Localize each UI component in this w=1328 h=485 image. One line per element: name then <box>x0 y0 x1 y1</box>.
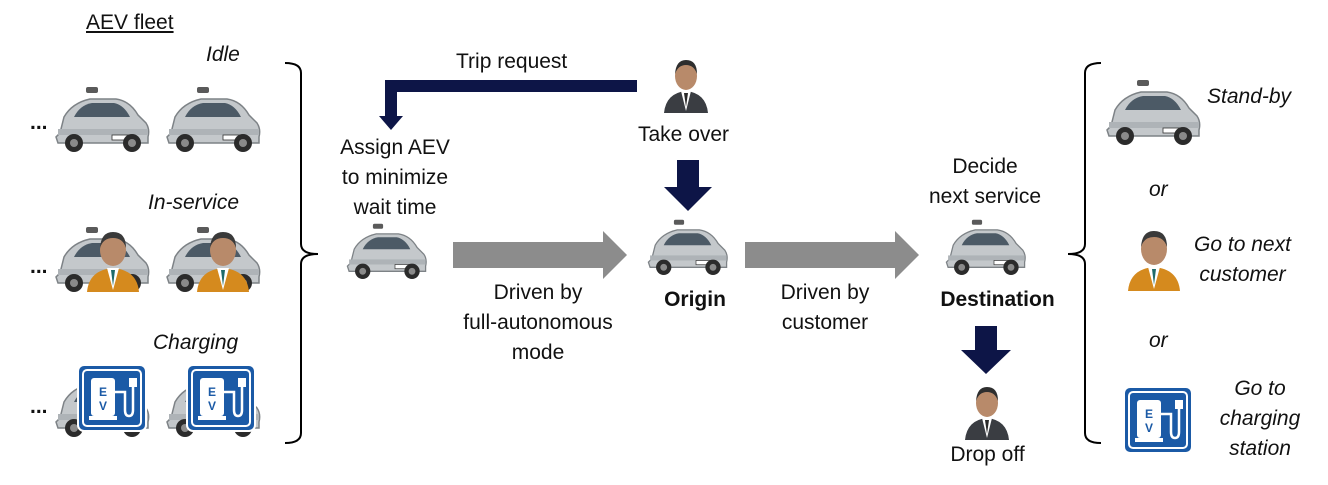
stand-by-car-icon <box>1103 78 1203 153</box>
decide-line-2: next service <box>928 185 1042 208</box>
charging-station-line-2: charging <box>1219 407 1301 430</box>
destination-car-icon <box>943 218 1028 282</box>
take-over-arrow <box>664 160 712 211</box>
ellipsis-charging: ... <box>30 395 48 418</box>
driven-auto-line-2: full-autonomous <box>463 311 613 334</box>
driven-auto-line-1: Driven by <box>493 281 583 304</box>
or-label-2: or <box>1149 329 1168 352</box>
drop-off-label: Drop off <box>950 443 1025 466</box>
drop-off-customer-icon <box>962 384 1012 445</box>
driven-customer-line-1: Driven by <box>780 281 870 304</box>
svg-text:V: V <box>1145 421 1153 435</box>
assign-line-1: Assign AEV <box>340 136 450 159</box>
passenger-icon <box>83 228 143 297</box>
fleet-bracket <box>284 62 319 444</box>
ellipsis-idle: ... <box>30 111 48 134</box>
svg-text:E: E <box>99 385 107 399</box>
svg-text:E: E <box>208 385 216 399</box>
or-label-1: or <box>1149 178 1168 201</box>
ev-charging-icon: E V <box>77 364 147 437</box>
ellipsis-in-service: ... <box>30 255 48 278</box>
charging-station-line-3: station <box>1229 437 1291 460</box>
driven-auto-line-3: mode <box>511 341 565 364</box>
next-customer-line-1: Go to next <box>1194 233 1291 256</box>
origin-label: Origin <box>664 288 726 311</box>
take-over-label: Take over <box>638 123 730 146</box>
in-service-label: In-service <box>148 191 240 214</box>
customer-drive-arrow <box>745 231 919 279</box>
ev-charging-icon: E V <box>186 364 256 437</box>
assign-line-2: to minimize <box>341 166 449 189</box>
trip-request-label: Trip request <box>456 50 568 73</box>
driven-customer-line-2: customer <box>781 311 869 334</box>
car-icon <box>52 85 152 160</box>
auto-drive-arrow <box>453 231 627 279</box>
assigned-car-icon <box>344 222 429 286</box>
origin-car-icon <box>645 218 730 282</box>
fleet-title: AEV fleet <box>86 11 174 34</box>
assign-line-3: wait time <box>353 196 437 219</box>
stand-by-label: Stand-by <box>1207 85 1292 108</box>
charging-label: Charging <box>153 331 239 354</box>
decide-line-1: Decide <box>952 155 1018 178</box>
trip-request-arrow <box>379 80 637 130</box>
next-customer-icon <box>1124 227 1184 296</box>
customer-icon <box>661 57 711 118</box>
drop-off-arrow <box>961 326 1011 374</box>
svg-text:E: E <box>1145 407 1153 421</box>
charging-station-icon: E V <box>1123 386 1193 459</box>
svg-text:V: V <box>208 399 216 413</box>
destination-label: Destination <box>940 288 1055 311</box>
charging-station-line-1: Go to <box>1234 377 1286 400</box>
idle-label: Idle <box>206 43 240 66</box>
next-customer-line-2: customer <box>1199 263 1286 286</box>
options-bracket <box>1067 62 1102 444</box>
svg-text:V: V <box>99 399 107 413</box>
passenger-icon <box>193 228 253 297</box>
car-icon <box>163 85 263 160</box>
